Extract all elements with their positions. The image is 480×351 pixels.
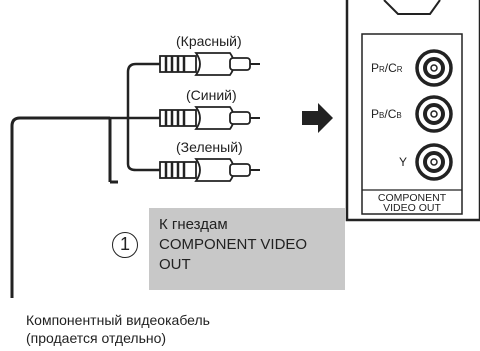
- cable-branch-bottom: [126, 118, 160, 172]
- jack-pr-cr: [415, 49, 453, 87]
- callout-line-1: К гнездам: [159, 216, 228, 233]
- jack-pb-cb: [415, 95, 453, 133]
- step-callout: К гнездам COMPONENT VIDEO OUT: [149, 208, 345, 290]
- jack-label-y: Y: [399, 155, 407, 169]
- cable-caption-line-2: (продается отдельно): [26, 330, 167, 346]
- callout-line-3: OUT: [159, 256, 191, 273]
- cable-caption: Компонентный видеокабель (продается отде…: [26, 311, 210, 347]
- direction-arrow-icon: [302, 103, 333, 133]
- plug-color-label-blue: (Синий): [186, 87, 237, 103]
- component-video-cable: [10, 116, 118, 298]
- jack-label-pb-cb: PB/CB: [371, 107, 402, 121]
- panel-label-line2: VIDEO OUT: [383, 202, 441, 214]
- plug-color-label-red: (Красный): [176, 33, 242, 49]
- jack-label-pr-cr: PR/CR: [371, 61, 403, 75]
- rca-plug-green: [159, 158, 260, 182]
- plug-color-label-green: (Зеленый): [176, 139, 243, 155]
- jack-y: [415, 143, 453, 181]
- callout-line-2: COMPONENT VIDEO: [159, 236, 308, 253]
- cable-caption-line-1: Компонентный видеокабель: [26, 312, 210, 328]
- cable-branch-top: [110, 62, 160, 120]
- rca-plug-red: [159, 52, 260, 76]
- rca-plug-blue: [159, 106, 260, 130]
- step-number-badge: 1: [112, 232, 138, 258]
- panel-label-line1: COMPONENT: [378, 192, 447, 204]
- device-top-notch: [383, 0, 441, 15]
